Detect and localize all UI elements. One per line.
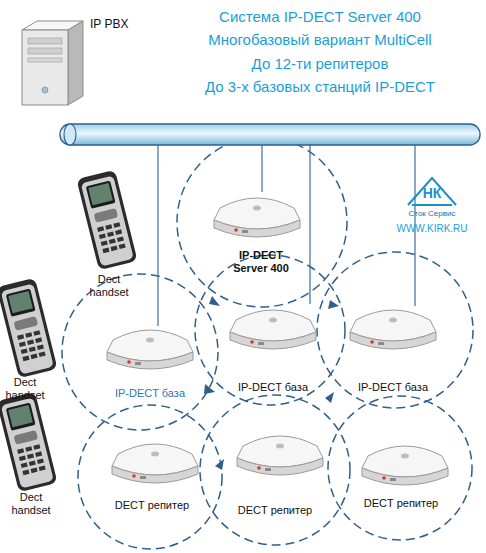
annotation-label: WWW.KIRK.RU <box>392 222 472 235</box>
node-label: Dect handset <box>4 491 58 517</box>
annotation-label: НК <box>412 185 452 202</box>
dect-handsets <box>0 170 138 493</box>
logo-mark <box>408 178 456 205</box>
device-node: IP-DECT Server 400 <box>205 183 317 281</box>
node-label: DECT репитер <box>226 504 324 517</box>
node-label: IP-DECT Server 400 <box>221 249 301 275</box>
device-node: Dect handset <box>78 170 140 296</box>
annotation-label: Сток Сервис <box>397 208 467 219</box>
ethernet-bus <box>60 124 480 145</box>
node-label: IP PBX <box>90 18 140 31</box>
lan-drops <box>158 145 415 326</box>
device-node: IP-DECT база <box>225 296 321 394</box>
dect-devices <box>107 198 448 485</box>
device-node: IP-DECT база <box>98 316 202 404</box>
node-label: DECT репитер <box>103 499 201 512</box>
server-tower <box>22 21 83 105</box>
annotation-label: Многобазовый вариант MultiCell <box>170 31 470 49</box>
device-node: IP-DECT база <box>345 296 441 394</box>
radio-cells <box>62 137 473 549</box>
annotation-label: До 12-ти репитеров <box>170 55 470 73</box>
node-label: IP-DECT база <box>225 381 321 394</box>
diagram-title: Система IP-DECT Server 400 <box>170 8 470 26</box>
node-label: Dect handset <box>80 273 138 299</box>
device-node: IP PBX <box>18 12 143 110</box>
node-label: DECT репитер <box>352 497 450 510</box>
device-node: Dect handset <box>0 275 54 399</box>
device-node: DECT репитер <box>103 430 201 514</box>
device-node: Dect handset <box>0 388 62 516</box>
node-label: Dect handset <box>0 376 50 402</box>
node-label: IP-DECT база <box>345 381 441 394</box>
node-label: IP-DECT база <box>98 387 202 400</box>
device-node: DECT репитер <box>352 430 450 514</box>
device-node: DECT репитер <box>226 420 324 518</box>
annotation-label: До 3-х базовых станций IP-DECT <box>170 78 470 96</box>
